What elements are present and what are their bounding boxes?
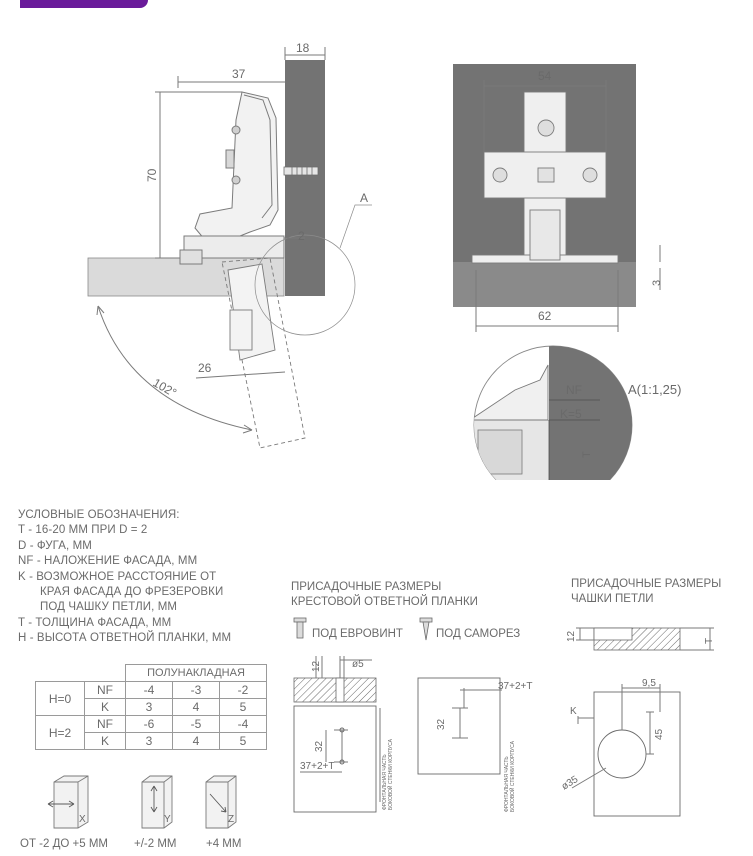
open-door-outline [221, 257, 306, 449]
detail-k: K=5 [560, 407, 582, 421]
plate-side-note-2a: ФРОНТАЛЬНАЯ ЧАСТЬ [504, 756, 510, 812]
cup-dim-12: 12 [566, 630, 577, 642]
plate-face-right [417, 677, 501, 775]
table-cell: -3 [172, 681, 220, 699]
legend-line: H - ВЫСОТА ОТВЕТНОЙ ПЛАНКИ, ММ [18, 632, 232, 645]
plate-side-note-2b: БОКОВОЙ СТЕНКИ КОРПУСА [508, 740, 516, 812]
cabinet-side-panel [285, 60, 325, 296]
cup-face [593, 691, 681, 817]
plate-dim-372a: 37+2+T [300, 761, 334, 772]
adjustment-icons: X Y Z [47, 775, 237, 829]
dim-3: 3 [651, 280, 663, 286]
table-cell-param: NF [84, 715, 126, 733]
hinge-side-drawing: 18 37 70 2 26 102° A 54 62 3 A( [87, 41, 681, 480]
cup-dim-d35: ø35 [560, 774, 581, 793]
table-cell: 5 [219, 732, 267, 750]
table-cell-param: K [84, 732, 126, 750]
self-tap-screw-icon [419, 617, 433, 641]
legend-line: NF - НАЛОЖЕНИЕ ФАСАДА, ММ [18, 555, 198, 568]
detail-title: A(1:1,25) [628, 382, 681, 397]
euro-screw-label: ПОД ЕВРОВИНТ [312, 628, 403, 640]
table-cell: -4 [219, 715, 267, 733]
plate-dim-12: 12 [311, 660, 322, 672]
table-cell-param: K [84, 698, 126, 716]
dim-54: 54 [538, 69, 552, 83]
plate-dim-d5: ø5 [352, 659, 364, 670]
open-hinge-arm [227, 263, 276, 361]
dim-62: 62 [538, 309, 552, 323]
table-cell-param: NF [84, 681, 126, 699]
dim-18: 18 [296, 41, 310, 55]
cup-drilling-drawing: 12 T 9,5 K 45 ø35 [560, 627, 715, 817]
plate-subtitle: КРЕСТОВОЙ ОТВЕТНОЙ ПЛАНКИ [291, 596, 478, 608]
legend-line: ПОД ЧАШКУ ПЕТЛИ, ММ [40, 601, 178, 614]
table-cell: -6 [125, 715, 173, 733]
brand-badge [20, 0, 148, 8]
detail-t: T [581, 451, 593, 458]
cup-dim-95: 9,5 [642, 678, 656, 689]
plate-drilling-drawing: 12 ø5 32 37+2+T ФРОНТАЛЬНАЯ ЧАСТЬ БОКОВО… [293, 617, 532, 813]
legend: УСЛОВНЫЕ ОБОЗНАЧЕНИЯ: T - 16-20 ММ ПРИ D… [18, 508, 231, 647]
legend-heading: УСЛОВНЫЕ ОБОЗНАЧЕНИЯ: [18, 509, 180, 521]
detail-nf: NF [566, 383, 582, 397]
plate-side-note-1a: ФРОНТАЛЬНАЯ ЧАСТЬ [382, 754, 388, 810]
adjust-x-icon [47, 775, 89, 829]
front-view-door-strip [453, 262, 636, 307]
table-cell: -2 [219, 681, 267, 699]
cup-dim-k: K [570, 706, 577, 717]
euro-screw-icon [293, 617, 307, 639]
dim-26: 26 [198, 361, 212, 375]
adjust-z-caption: +4 ММ [206, 838, 242, 850]
detail-view [473, 345, 633, 480]
legend-line: D - ФУГА, ММ [18, 539, 92, 552]
table-header: ПОЛУНАКЛАДНАЯ [125, 664, 267, 682]
legend-line: КРАЯ ФАСАДА ДО ФРЕЗЕРОВКИ [40, 586, 224, 599]
adjust-y-axis: Y [164, 814, 171, 825]
overlay-table: ПОЛУНАКЛАДНАЯ H=0 NF -4 -3 -2 K 3 4 5 H=… [35, 664, 267, 750]
plate-dim-32a: 32 [314, 740, 325, 752]
angle-label: 102° [151, 375, 180, 400]
table-cell-h: H=2 [35, 715, 85, 750]
plate-dim-372b: 37+2+T [498, 681, 532, 692]
adjust-y-icon [141, 775, 173, 829]
legend-line: T - 16-20 ММ ПРИ D = 2 [18, 524, 148, 537]
table-cell: 4 [172, 698, 220, 716]
table-cell: 3 [125, 698, 173, 716]
plate-dim-32b: 32 [436, 718, 447, 730]
mounting-plate [471, 91, 619, 264]
table-cell: 5 [219, 698, 267, 716]
opening-angle-arc [97, 305, 253, 431]
table-cell: 3 [125, 732, 173, 750]
table-cell: 4 [172, 732, 220, 750]
legend-line: K - ВОЗМОЖНОЕ РАССТОЯНИЕ ОТ [18, 570, 217, 583]
adjust-z-icon [205, 775, 237, 829]
plate-section [293, 677, 377, 703]
cup-dim-t: T [704, 638, 715, 644]
cup-title: ПРИСАДОЧНЫЕ РАЗМЕРЫ [571, 578, 722, 590]
adjust-x-axis: X [79, 814, 86, 825]
hinge-arm-body [179, 91, 285, 265]
dim-37: 37 [232, 67, 246, 81]
table-cell: -5 [172, 715, 220, 733]
plate-title: ПРИСАДОЧНЫЕ РАЗМЕРЫ [291, 581, 442, 593]
detail-marker: A [360, 191, 368, 205]
adjust-x-caption: ОТ -2 ДО +5 ММ [20, 838, 108, 850]
self-tap-label: ПОД САМОРЕЗ [436, 628, 521, 640]
dim-2: 2 [298, 229, 305, 243]
table-cell-h: H=0 [35, 681, 85, 716]
cup-hole [597, 729, 647, 779]
plate-side-note-1b: БОКОВОЙ СТЕНКИ КОРПУСА [386, 738, 394, 810]
plate-face-left [293, 705, 377, 813]
mounting-screw [283, 166, 319, 176]
cup-subtitle: ЧАШКИ ПЕТЛИ [571, 593, 654, 605]
dim-70: 70 [145, 168, 159, 182]
adjust-y-caption: +/-2 ММ [134, 838, 177, 850]
table-cell: -4 [125, 681, 173, 699]
legend-line: T - ТОЛЩИНА ФАСАДА, ММ [18, 616, 172, 629]
cup-dim-45: 45 [654, 728, 665, 740]
adjust-z-axis: Z [228, 814, 234, 825]
detail-circle [254, 234, 356, 336]
